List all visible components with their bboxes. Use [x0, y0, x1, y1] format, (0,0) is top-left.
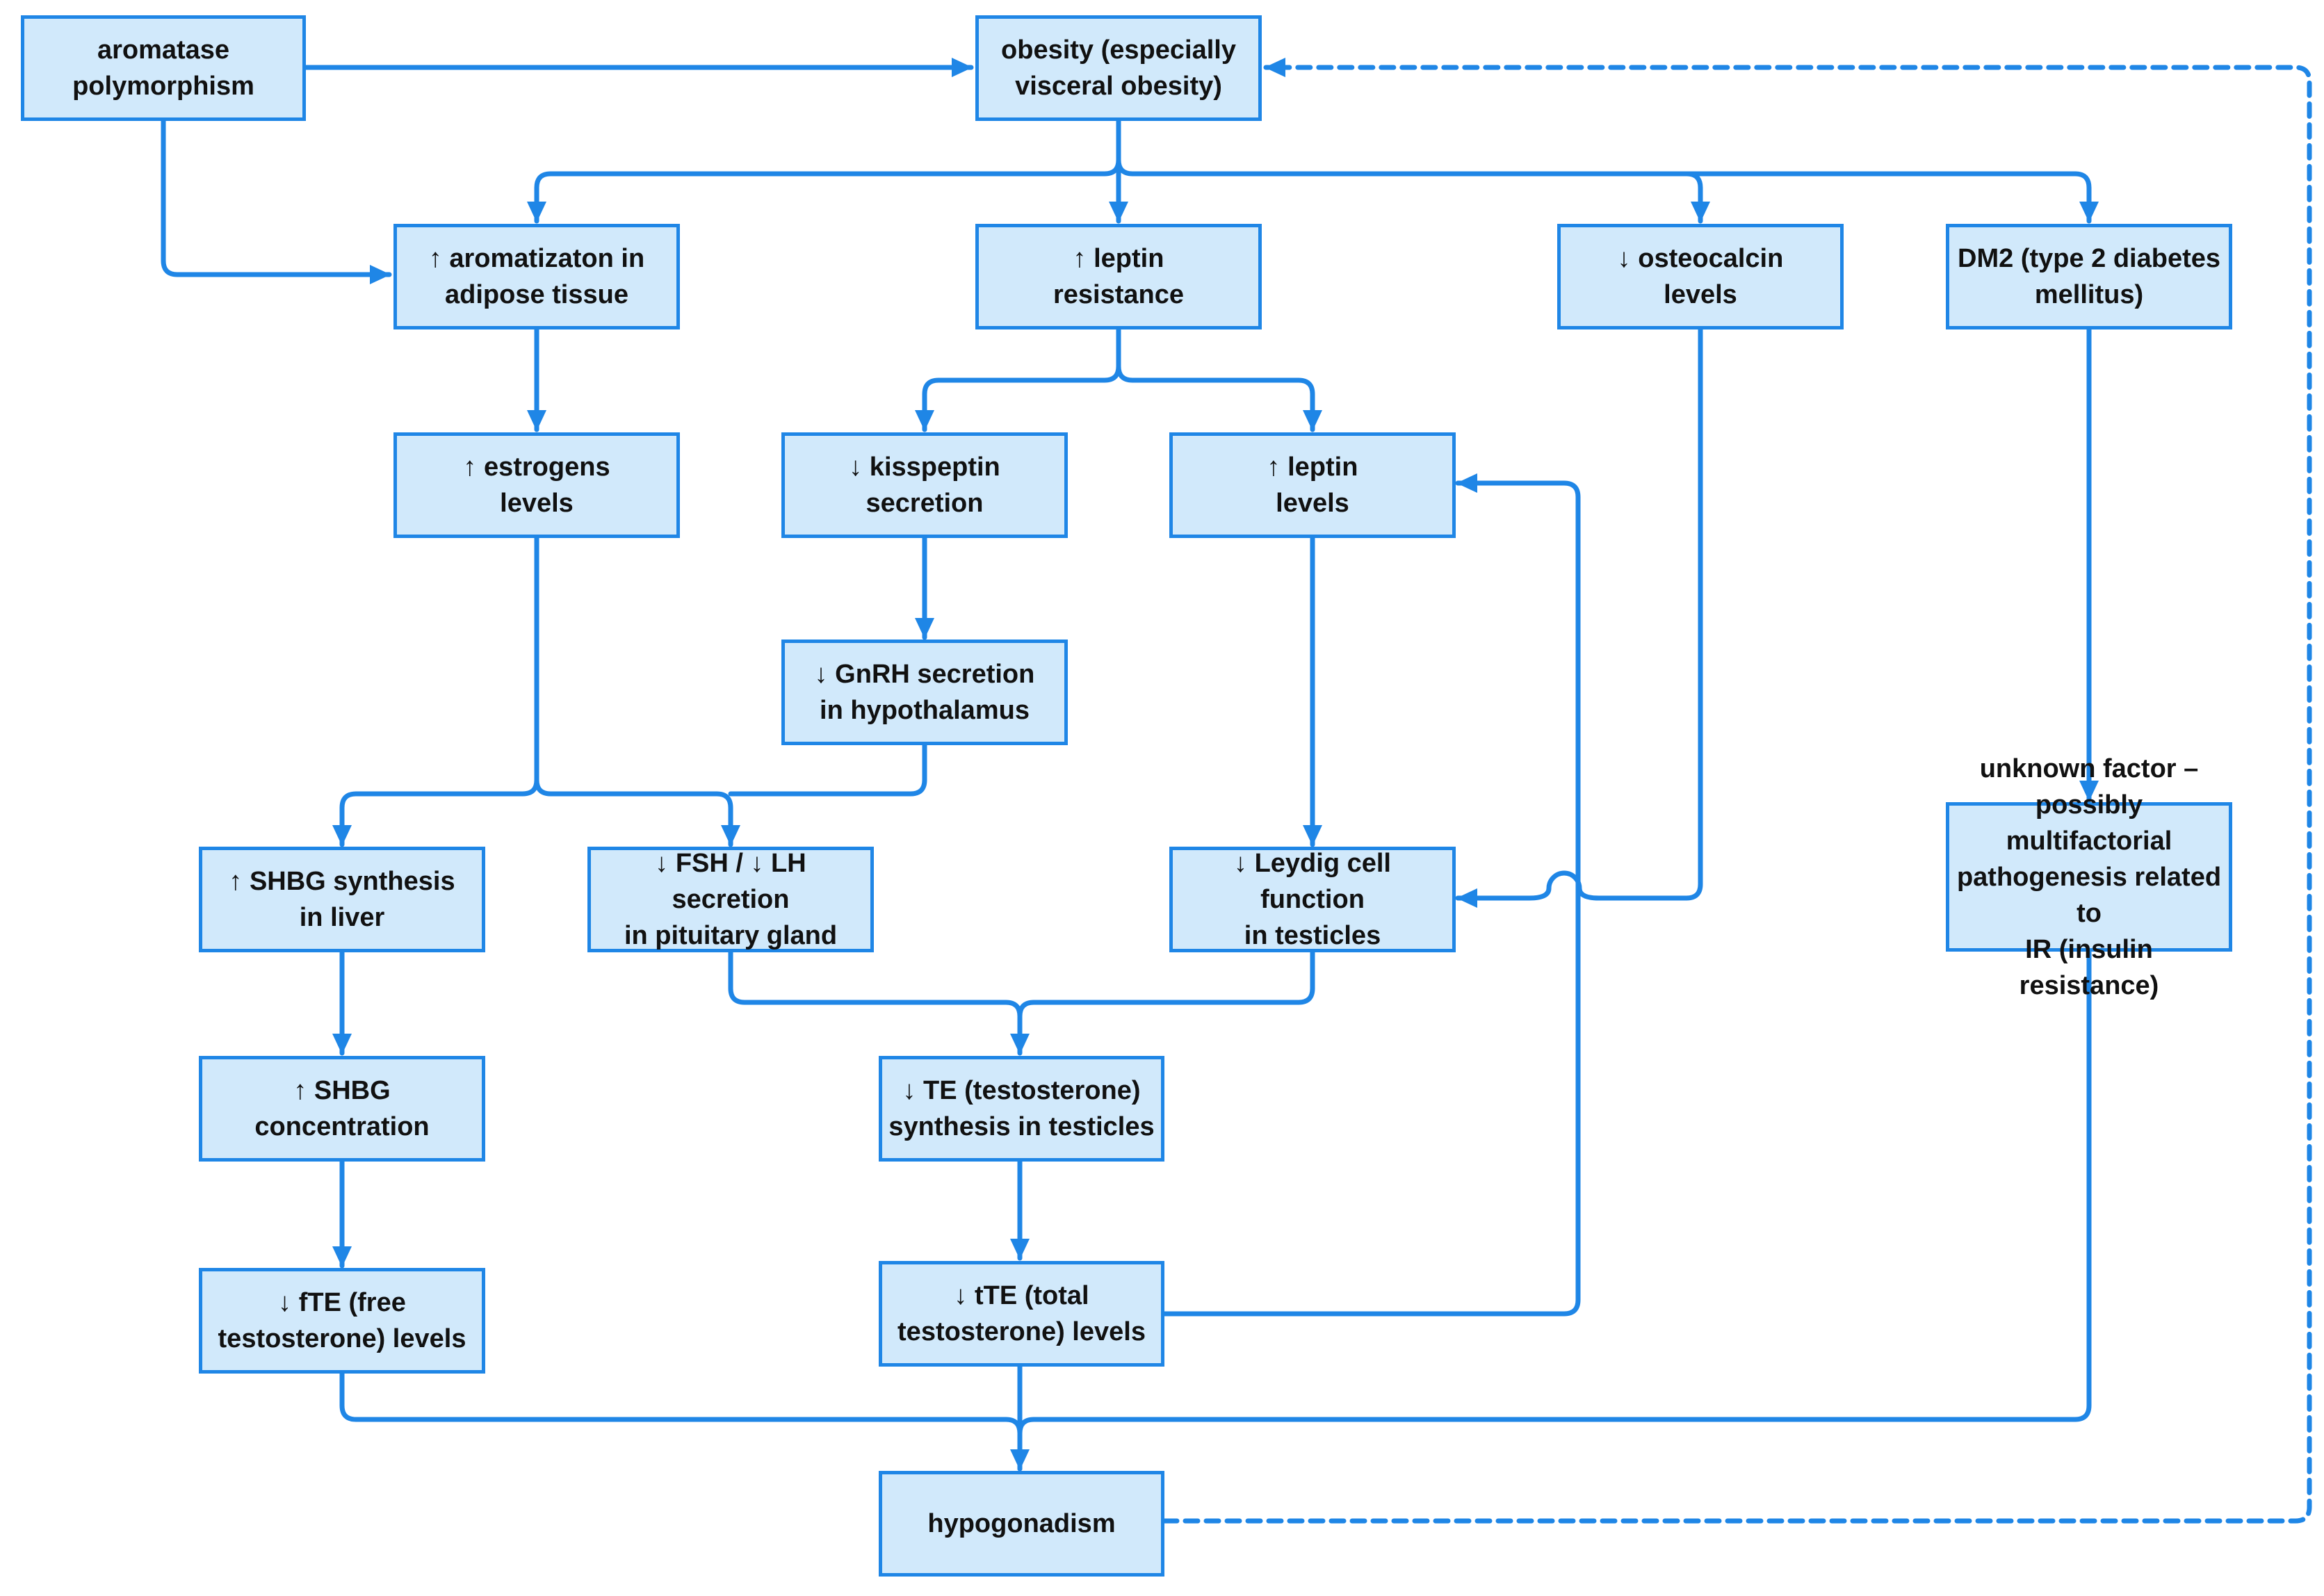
node-tte: ↓ tTE (total testosterone) levels [879, 1261, 1164, 1367]
arrow-hypogonadism-to-obesity-dashed [1162, 58, 2312, 1524]
node-hypogonadism: hypogonadism [879, 1471, 1164, 1577]
node-gnrh: ↓ GnRH secretion in hypothalamus [781, 640, 1068, 745]
arrow-unknown-factor-to-hypogonadism [1017, 949, 2092, 1436]
node-leptin-levels: ↑ leptin levels [1169, 432, 1456, 538]
node-leydig: ↓ Leydig cell function in testicles [1169, 847, 1456, 952]
node-fte: ↓ fTE (free testosterone) levels [199, 1268, 485, 1374]
arrow-obesity-to-aromatization [527, 118, 1121, 224]
arrow-gnrh-to-fsh-lh [728, 742, 927, 797]
node-osteocalcin: ↓ osteocalcin levels [1557, 224, 1844, 329]
node-unknown-factor: unknown factor – possibly multifactorial… [1946, 754, 2232, 1000]
arrow-fte-to-hypogonadism [339, 1371, 1030, 1472]
node-shbg-concentration: ↑ SHBG concentration [199, 1056, 485, 1162]
node-te-synthesis: ↓ TE (testosterone) synthesis in testicl… [879, 1056, 1164, 1162]
node-leptin-resistance: ↑ leptin resistance [975, 224, 1262, 329]
node-kisspeptin: ↓ kisspeptin secretion [781, 432, 1068, 538]
node-obesity: obesity (especially visceral obesity) [975, 15, 1262, 121]
arrow-obesity-to-dm2 [1684, 171, 2099, 224]
node-aromatization: ↑ aromatizaton in adipose tissue [393, 224, 680, 329]
arrow-obesity-to-osteocalcin [1116, 157, 1710, 224]
node-fsh-lh: ↓ FSH / ↓ LH secretion in pituitary glan… [587, 847, 874, 952]
node-estrogens: ↑ estrogens levels [393, 432, 680, 538]
arrow-leptin-resistance-to-kisspeptin [915, 327, 1121, 432]
arrow-leptin-resistance-to-leptin-levels [1116, 364, 1322, 432]
arrow-estrogens-to-shbg-synthesis [332, 535, 539, 847]
node-aromatase-polymorphism: aromatase polymorphism [21, 15, 306, 121]
node-dm2: DM2 (type 2 diabetes mellitus) [1946, 224, 2232, 329]
arrow-fsh-lh-to-te-synthesis [728, 950, 1030, 1056]
arrow-estrogens-to-fsh-lh [534, 777, 740, 847]
arrow-leydig-to-te-synthesis [1017, 950, 1315, 1019]
arrow-tte-to-leptin-levels [1162, 473, 1581, 1317]
arrow-aromatase-to-aromatization [161, 118, 392, 284]
node-shbg-synthesis: ↑ SHBG synthesis in liver [199, 847, 485, 952]
